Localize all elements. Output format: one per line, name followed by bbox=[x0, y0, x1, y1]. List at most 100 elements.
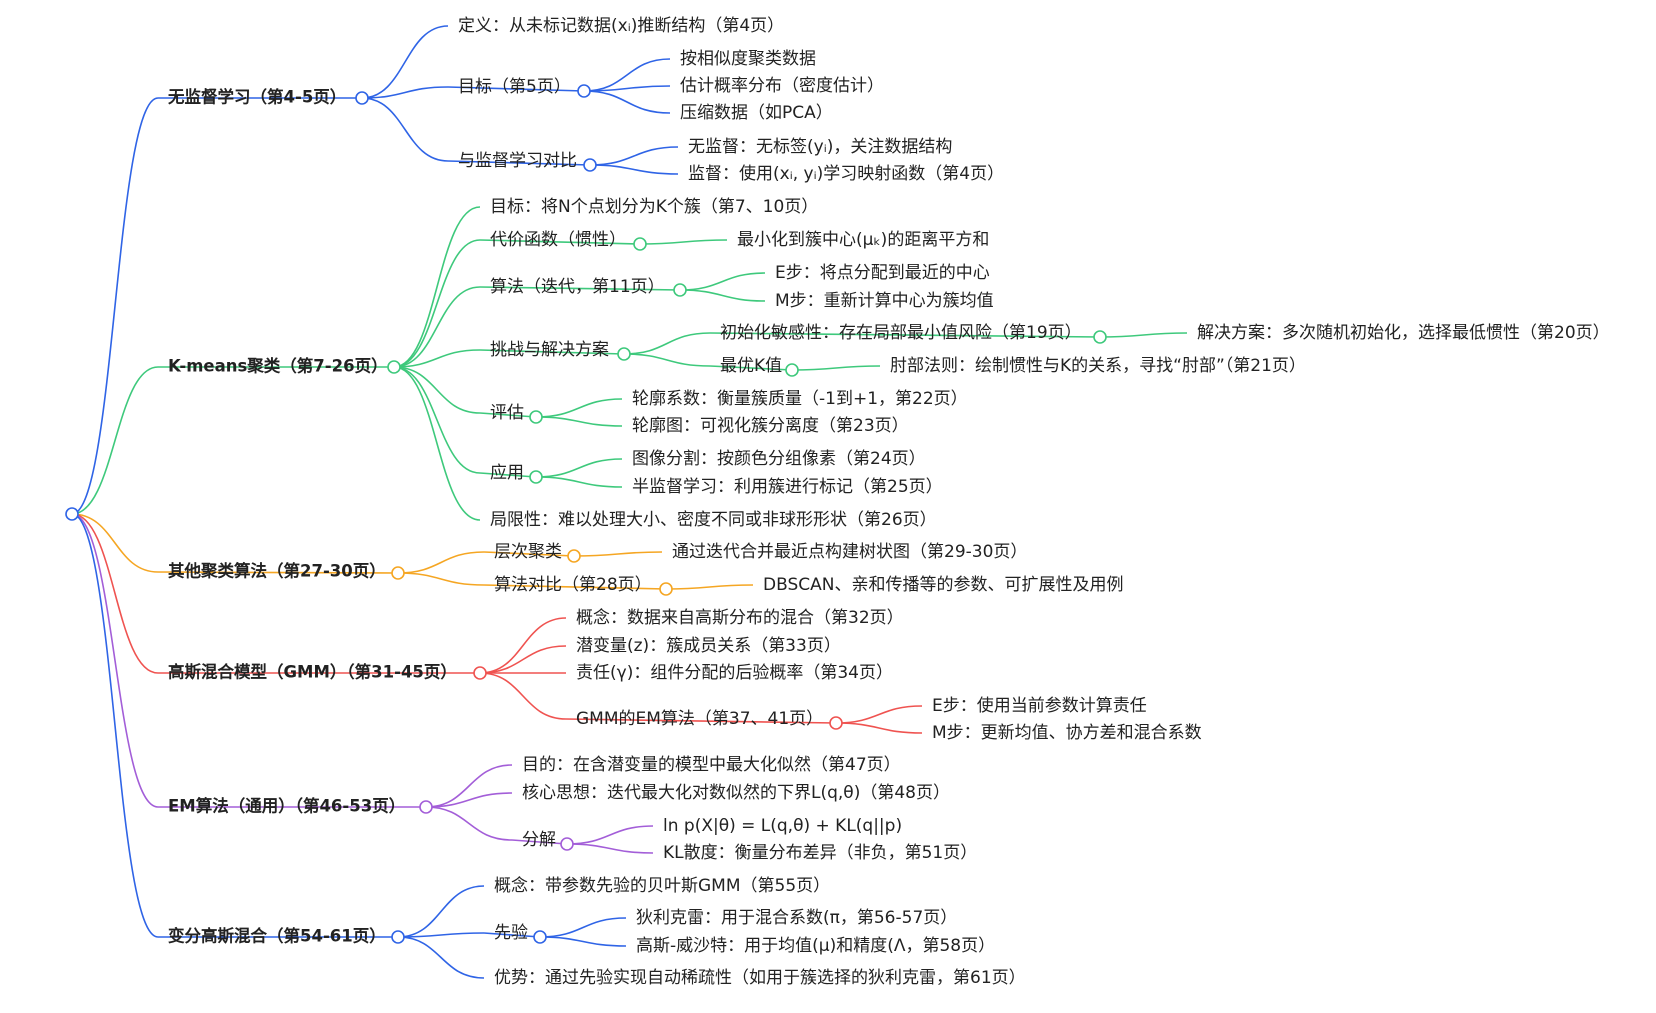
node-label-km-limit: 局限性：难以处理大小、密度不同或非球形形状（第26页） bbox=[490, 510, 937, 530]
connector-km-challenge bbox=[393, 349, 481, 368]
node-label-gmm-em-m: M步：更新均值、协方差和混合系数 bbox=[932, 723, 1202, 743]
node-label-em-decomp: 分解 bbox=[522, 830, 556, 850]
connector-compare-1 bbox=[589, 146, 679, 166]
underline-other bbox=[157, 571, 399, 574]
toggle-unsupervised[interactable] bbox=[355, 91, 369, 105]
node-label-km-algo-e: E步：将点分配到最近的中心 bbox=[775, 263, 990, 283]
connector-km-app-2 bbox=[535, 476, 623, 488]
node-label-goal: 目标（第5页） bbox=[458, 77, 571, 97]
underline-km-eval bbox=[479, 412, 537, 418]
toggle-compare[interactable] bbox=[583, 158, 597, 172]
toggle-km-eval[interactable] bbox=[529, 410, 543, 424]
toggle-vgmm-prior[interactable] bbox=[533, 930, 547, 944]
connector-vgmm bbox=[71, 513, 159, 938]
node-label-hier: 层次聚类 bbox=[494, 542, 562, 562]
node-label-algcmp-1: DBSCAN、亲和传播等的参数、可扩展性及用例 bbox=[763, 575, 1123, 595]
node-label-compare-2: 监督：使用(xᵢ, yᵢ)学习映射函数（第4页） bbox=[688, 163, 1004, 184]
node-label-goal-3: 压缩数据（如PCA） bbox=[680, 103, 833, 123]
node-label-gmm-resp: 责任(γ)：组件分配的后验概率（第34页） bbox=[576, 663, 893, 683]
toggle-kmeans[interactable] bbox=[387, 360, 401, 374]
toggle-km-init[interactable] bbox=[1093, 330, 1107, 344]
node-label-gmm-latent: 潜变量(z)：簇成员关系（第33页） bbox=[576, 636, 841, 656]
root-node[interactable] bbox=[65, 507, 79, 521]
toggle-vgmm[interactable] bbox=[391, 930, 405, 944]
connector-km-app-1 bbox=[535, 458, 623, 478]
toggle-other[interactable] bbox=[391, 566, 405, 580]
node-label-km-goal: 目标：将N个点划分为K个簇（第7、10页） bbox=[490, 197, 818, 217]
connector-em bbox=[71, 513, 159, 808]
connector-unsupervised bbox=[71, 97, 159, 515]
underline-km-bestk bbox=[709, 365, 793, 371]
connector-gmm-concept bbox=[479, 617, 567, 674]
node-label-km-algo-m: M步：重新计算中心为簇均值 bbox=[775, 291, 994, 311]
connector-km-cost-1 bbox=[639, 239, 728, 245]
node-label-km-init-sol: 解决方案：多次随机初始化，选择最低惯性（第20页） bbox=[1197, 323, 1610, 343]
toggle-gmm-em[interactable] bbox=[829, 716, 843, 730]
underline-compare bbox=[447, 160, 591, 166]
node-label-compare-1: 无监督：无标签(yᵢ)，关注数据结构 bbox=[688, 137, 952, 157]
branch-label-unsupervised: 无监督学习（第4-5页） bbox=[167, 87, 346, 107]
connector-km-init bbox=[623, 332, 711, 355]
connector-hier bbox=[397, 551, 485, 574]
branch-label-gmm: 高斯混合模型（GMM）（第31-45页） bbox=[168, 662, 457, 682]
node-label-vgmm-prior: 先验 bbox=[494, 923, 528, 943]
connector-hier-1 bbox=[573, 551, 663, 557]
node-label-gmm-em: GMM的EM算法（第37、41页） bbox=[576, 709, 823, 729]
toggle-km-algo[interactable] bbox=[673, 283, 687, 297]
toggle-km-app[interactable] bbox=[529, 470, 543, 484]
node-label-km-elbow: 肘部法则：绘制惯性与K的关系，寻找“肘部”（第21页） bbox=[890, 356, 1306, 376]
node-label-km-cost-1: 最小化到簇中心(μₖ)的距离平方和 bbox=[737, 230, 989, 250]
node-label-compare: 与监督学习对比 bbox=[458, 151, 577, 171]
node-label-km-app-1: 图像分割：按颜色分组像素（第24页） bbox=[632, 449, 926, 469]
node-label-em-core: 核心思想：迭代最大化对数似然的下界L(q,θ)（第48页） bbox=[522, 783, 950, 803]
toggle-em-decomp[interactable] bbox=[560, 837, 574, 851]
toggle-gmm[interactable] bbox=[473, 666, 487, 680]
connector-em-purpose bbox=[425, 764, 513, 808]
connector-gmm-em-m bbox=[835, 722, 923, 734]
node-label-km-challenge: 挑战与解决方案 bbox=[490, 340, 609, 360]
connector-km-eval-1 bbox=[535, 398, 623, 418]
connector-vgmm-prior bbox=[397, 932, 485, 938]
toggle-goal[interactable] bbox=[577, 84, 591, 98]
toggle-hier[interactable] bbox=[567, 549, 581, 563]
node-label-km-app: 应用 bbox=[490, 463, 524, 483]
node-label-algcmp: 算法对比（第28页） bbox=[494, 575, 652, 595]
underline-gmm-em bbox=[565, 718, 837, 724]
connector-km-algo-m bbox=[679, 289, 766, 302]
connector-km-bestk bbox=[623, 353, 711, 367]
node-label-km-eval-1: 轮廓系数：衡量簇质量（-1到+1，第22页） bbox=[632, 389, 968, 409]
node-label-em-decomp-1: ln p(X|θ) = L(q,θ) + KL(q||p) bbox=[663, 816, 902, 836]
connector-gmm-em bbox=[479, 672, 567, 720]
connector-kmeans bbox=[71, 366, 159, 515]
connector-algcmp-1 bbox=[665, 584, 754, 590]
toggle-em[interactable] bbox=[419, 800, 433, 814]
connector-em-decomp-1 bbox=[566, 825, 654, 845]
node-label-vgmm-prior-2: 高斯-威沙特：用于均值(μ)和精度(Λ，第58页） bbox=[636, 936, 995, 956]
connector-compare bbox=[361, 97, 449, 162]
connector-vgmm-prior-2 bbox=[539, 936, 627, 947]
toggle-km-challenge[interactable] bbox=[617, 347, 631, 361]
node-label-km-eval: 评估 bbox=[490, 403, 524, 423]
node-label-goal-2: 估计概率分布（密度估计） bbox=[680, 76, 884, 96]
connector-definition bbox=[361, 25, 449, 99]
node-label-goal-1: 按相似度聚类数据 bbox=[680, 49, 816, 69]
branch-label-vgmm: 变分高斯混合（第54-61页） bbox=[168, 926, 386, 946]
node-label-vgmm-prior-1: 狄利克雷：用于混合系数(π，第56-57页） bbox=[636, 908, 957, 928]
underline-vgmm-prior bbox=[483, 932, 541, 938]
connector-layer bbox=[71, 25, 1188, 979]
underline-km-cost bbox=[479, 239, 641, 245]
node-label-hier-1: 通过迭代合并最近点构建树状图（第29-30页） bbox=[672, 542, 1027, 562]
toggle-km-cost[interactable] bbox=[633, 237, 647, 251]
toggle-km-bestk[interactable] bbox=[785, 363, 799, 377]
connector-km-elbow bbox=[791, 365, 881, 371]
node-label-km-algo: 算法（迭代，第11页） bbox=[490, 277, 665, 297]
connector-km-algo bbox=[393, 286, 481, 368]
connector-km-cost bbox=[393, 239, 481, 368]
connector-km-limit bbox=[393, 366, 481, 521]
node-label-gmm-em-e: E步：使用当前参数计算责任 bbox=[932, 695, 1147, 716]
connector-compare-2 bbox=[589, 164, 679, 175]
branch-label-em: EM算法（通用）（第46-53页） bbox=[168, 796, 405, 816]
toggle-algcmp[interactable] bbox=[659, 582, 673, 596]
node-label-definition: 定义：从未标记数据(xᵢ)推断结构（第4页） bbox=[458, 16, 784, 36]
